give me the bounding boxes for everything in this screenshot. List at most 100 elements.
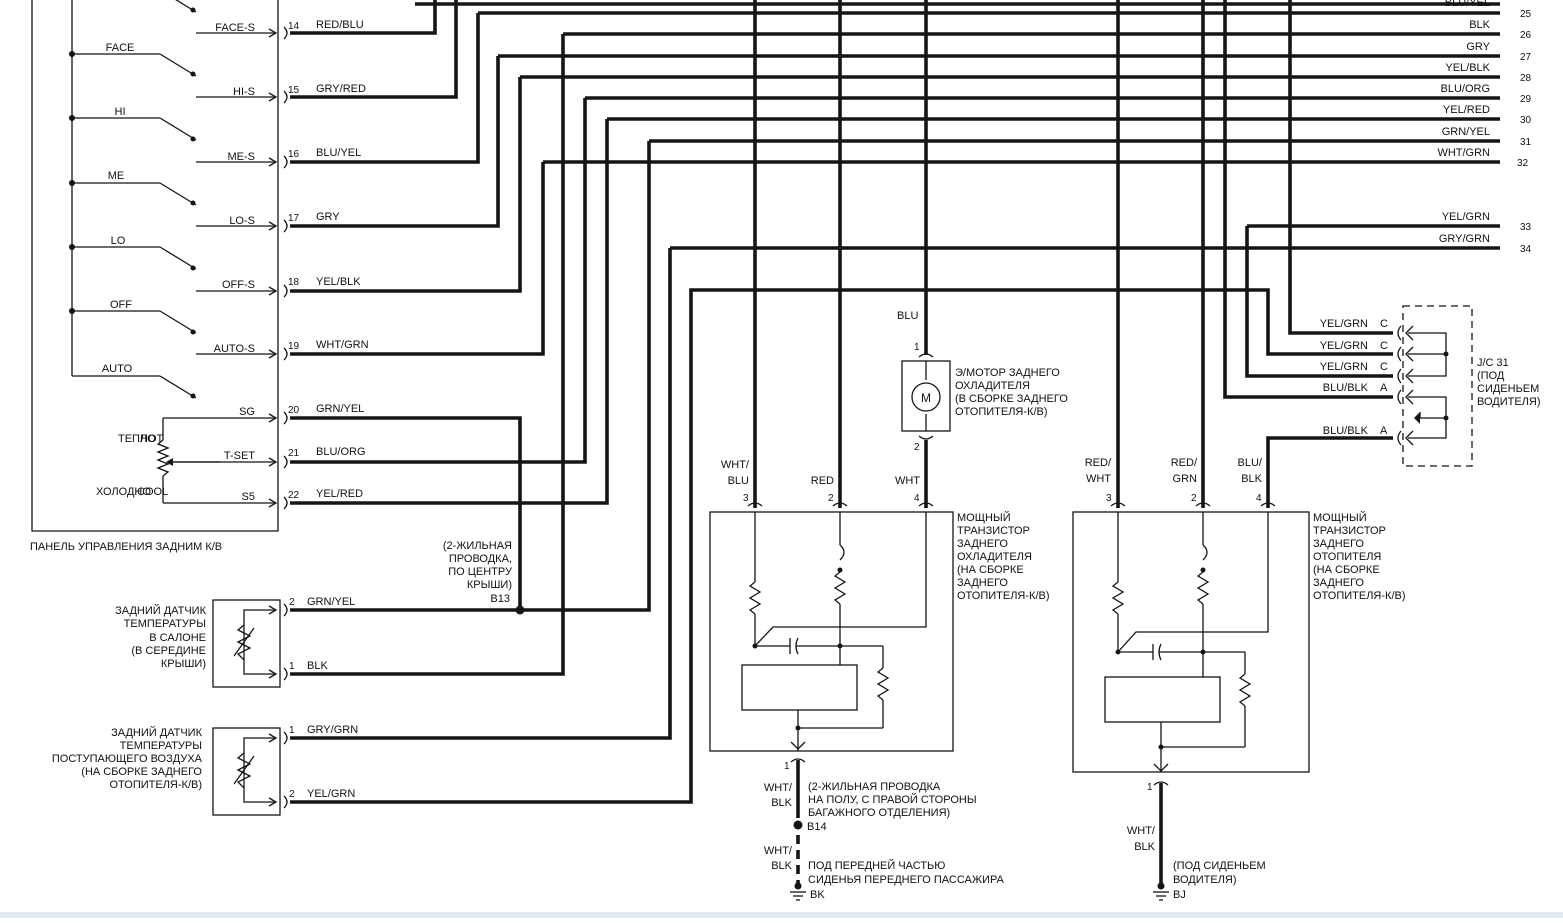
svg-text:BLU/BLK: BLU/BLK bbox=[1323, 382, 1369, 394]
svg-text:(В СБОРКЕ ЗАДНЕГО: (В СБОРКЕ ЗАДНЕГО bbox=[955, 393, 1068, 405]
jc-wire-c1 bbox=[1288, 0, 1393, 335]
wire-cabin-grn-yel bbox=[290, 141, 651, 612]
svg-text:ОТОПИТЕЛЯ: ОТОПИТЕЛЯ bbox=[1313, 551, 1381, 563]
transistor-ic bbox=[741, 664, 858, 711]
svg-text:BLU: BLU bbox=[897, 310, 918, 322]
svg-text:GRN: GRN bbox=[1173, 473, 1198, 485]
svg-text:2: 2 bbox=[289, 597, 295, 608]
terminal-name: ME-S bbox=[228, 151, 256, 163]
wire-number: 26 bbox=[1520, 30, 1532, 41]
svg-text:ОХЛАДИТЕЛЯ: ОХЛАДИТЕЛЯ bbox=[957, 551, 1032, 563]
svg-text:J/C 31: J/C 31 bbox=[1477, 357, 1509, 369]
svg-text:ОТОПИТЕЛЯ-К/В): ОТОПИТЕЛЯ-К/В) bbox=[1313, 590, 1406, 602]
wire-number: 33 bbox=[1520, 222, 1532, 233]
svg-text:A: A bbox=[1380, 425, 1388, 437]
rear-inlet-air-temp-sensor: ЗАДНИЙ ДАТЧИК ТЕМПЕРАТУРЫ ПОСТУПАЮЩЕГО В… bbox=[52, 724, 358, 816]
svg-text:ОТОПИТЕЛЯ-К/В): ОТОПИТЕЛЯ-К/В) bbox=[955, 406, 1048, 418]
svg-text:WHT/: WHT/ bbox=[764, 782, 793, 794]
wire-number: 27 bbox=[1520, 52, 1532, 63]
pin-number: 17 bbox=[288, 213, 300, 224]
svg-text:YEL/GRN: YEL/GRN bbox=[1320, 361, 1368, 373]
wire-label: BLU/ORG bbox=[1440, 83, 1490, 95]
wire-label: BLU/YEL bbox=[1445, 0, 1490, 9]
wire-cabin-blk bbox=[290, 34, 565, 676]
svg-text:1: 1 bbox=[914, 342, 920, 353]
svg-text:ВОДИТЕЛЯ): ВОДИТЕЛЯ) bbox=[1173, 874, 1237, 886]
svg-text:WHT: WHT bbox=[895, 475, 920, 487]
svg-text:1: 1 bbox=[784, 761, 790, 772]
svg-text:3: 3 bbox=[743, 493, 749, 504]
svg-text:2: 2 bbox=[914, 442, 920, 453]
junction-connector-jc31: YEL/GRN YEL/GRN YEL/GRN BLU/BLK BLU/BLK … bbox=[1223, 0, 1541, 467]
panel-risers bbox=[290, 0, 1393, 804]
wire-color: GRN/YEL bbox=[316, 403, 364, 415]
svg-text:3: 3 bbox=[1106, 493, 1112, 504]
terminal-name: LO-S bbox=[229, 215, 255, 227]
note-line: (2-ЖИЛЬНАЯ bbox=[443, 540, 512, 552]
switch-label: AUTO bbox=[102, 363, 133, 375]
svg-text:Э/МОТОР ЗАДНЕГО: Э/МОТОР ЗАДНЕГО bbox=[955, 367, 1060, 379]
svg-text:ОТОПИТЕЛЯ-К/В): ОТОПИТЕЛЯ-К/В) bbox=[957, 590, 1050, 602]
motor-symbol bbox=[911, 382, 941, 412]
pin-number: 19 bbox=[288, 341, 300, 352]
svg-text:(НА СБОРКЕ: (НА СБОРКЕ bbox=[1313, 564, 1380, 576]
svg-text:ПОСТУПАЮЩЕГО ВОЗДУХА: ПОСТУПАЮЩЕГО ВОЗДУХА bbox=[52, 753, 203, 765]
temperature-potentiometer bbox=[156, 418, 220, 503]
switch-label: OFF bbox=[110, 299, 132, 311]
motor-m-label: M bbox=[921, 391, 931, 405]
svg-text:RED/: RED/ bbox=[1085, 457, 1112, 469]
panel-title: ПАНЕЛЬ УПРАВЛЕНИЯ ЗАДНИМ К/В bbox=[30, 541, 222, 553]
wire-color: YEL/BLK bbox=[316, 276, 361, 288]
switch-label: LO bbox=[111, 235, 126, 247]
svg-text:(В СЕРЕДИНЕ: (В СЕРЕДИНЕ bbox=[131, 645, 206, 657]
wire-color: BLU/YEL bbox=[316, 147, 361, 159]
svg-text:WHT/: WHT/ bbox=[1127, 825, 1156, 837]
pot-hot-label: ТЕПЛО bbox=[118, 433, 156, 445]
terminal-name: HI-S bbox=[233, 86, 255, 98]
svg-text:МОЩНЫЙ: МОЩНЫЙ bbox=[957, 511, 1011, 524]
svg-text:BK: BK bbox=[810, 889, 825, 901]
svg-text:RED: RED bbox=[811, 475, 834, 487]
svg-text:4: 4 bbox=[914, 493, 920, 504]
wire-me-s bbox=[290, 13, 480, 164]
wire-air-gry-grn bbox=[290, 248, 672, 740]
wire-s5 bbox=[290, 119, 609, 505]
note-line: КРЫШИ) bbox=[467, 579, 512, 591]
switch-blades bbox=[69, 0, 197, 399]
svg-text:C: C bbox=[1380, 340, 1388, 352]
svg-text:1: 1 bbox=[289, 661, 295, 672]
pin-number: 20 bbox=[288, 405, 300, 416]
transistor-ic bbox=[1104, 676, 1221, 723]
splice-id: B13 bbox=[490, 593, 510, 605]
svg-text:ОХЛАДИТЕЛЯ: ОХЛАДИТЕЛЯ bbox=[955, 380, 1030, 392]
wire-number: 30 bbox=[1520, 115, 1532, 126]
svg-text:WHT/: WHT/ bbox=[721, 459, 750, 471]
svg-text:B14: B14 bbox=[807, 821, 827, 833]
terminal-name: S5 bbox=[242, 491, 255, 503]
wire-label: GRN/YEL bbox=[1442, 126, 1490, 138]
svg-text:СИДЕНЬЕМ: СИДЕНЬЕМ bbox=[1477, 383, 1539, 395]
svg-text:YEL/GRN: YEL/GRN bbox=[1320, 340, 1368, 352]
terminal-leads bbox=[163, 28, 278, 508]
wire-face-s bbox=[290, 0, 437, 35]
svg-text:BLK: BLK bbox=[307, 660, 328, 672]
svg-text:BLK: BLK bbox=[1134, 841, 1155, 853]
svg-text:СИДЕНЬЯ ПЕРЕДНЕГО ПАССАЖИРА: СИДЕНЬЯ ПЕРЕДНЕГО ПАССАЖИРА bbox=[808, 874, 1005, 886]
wire-label: GRY/GRN bbox=[1439, 233, 1490, 245]
jc-wire-a1 bbox=[1223, 0, 1393, 399]
svg-text:НА ПОЛУ, С ПРАВОЙ СТОРОНЫ: НА ПОЛУ, С ПРАВОЙ СТОРОНЫ bbox=[808, 793, 977, 806]
rear-cabin-temp-sensor: ЗАДНИЙ ДАТЧИК ТЕМПЕРАТУРЫ В САЛОНЕ (В СЕ… bbox=[115, 596, 355, 688]
svg-text:WHT: WHT bbox=[1086, 473, 1111, 485]
svg-text:1: 1 bbox=[1147, 782, 1153, 793]
svg-text:YEL/GRN: YEL/GRN bbox=[1320, 318, 1368, 330]
switch-label: ME bbox=[108, 170, 125, 182]
svg-text:2: 2 bbox=[1191, 493, 1197, 504]
pot-hot-overlap-label: HOT bbox=[140, 433, 164, 445]
svg-text:1: 1 bbox=[289, 725, 295, 736]
pin-number: 21 bbox=[288, 448, 300, 459]
svg-text:БАГАЖНОГО ОТДЕЛЕНИЯ): БАГАЖНОГО ОТДЕЛЕНИЯ) bbox=[808, 807, 950, 819]
pin-number: 14 bbox=[288, 21, 300, 32]
sensor-box bbox=[212, 599, 281, 688]
svg-text:ЗАДНЕГО: ЗАДНЕГО bbox=[957, 538, 1008, 550]
